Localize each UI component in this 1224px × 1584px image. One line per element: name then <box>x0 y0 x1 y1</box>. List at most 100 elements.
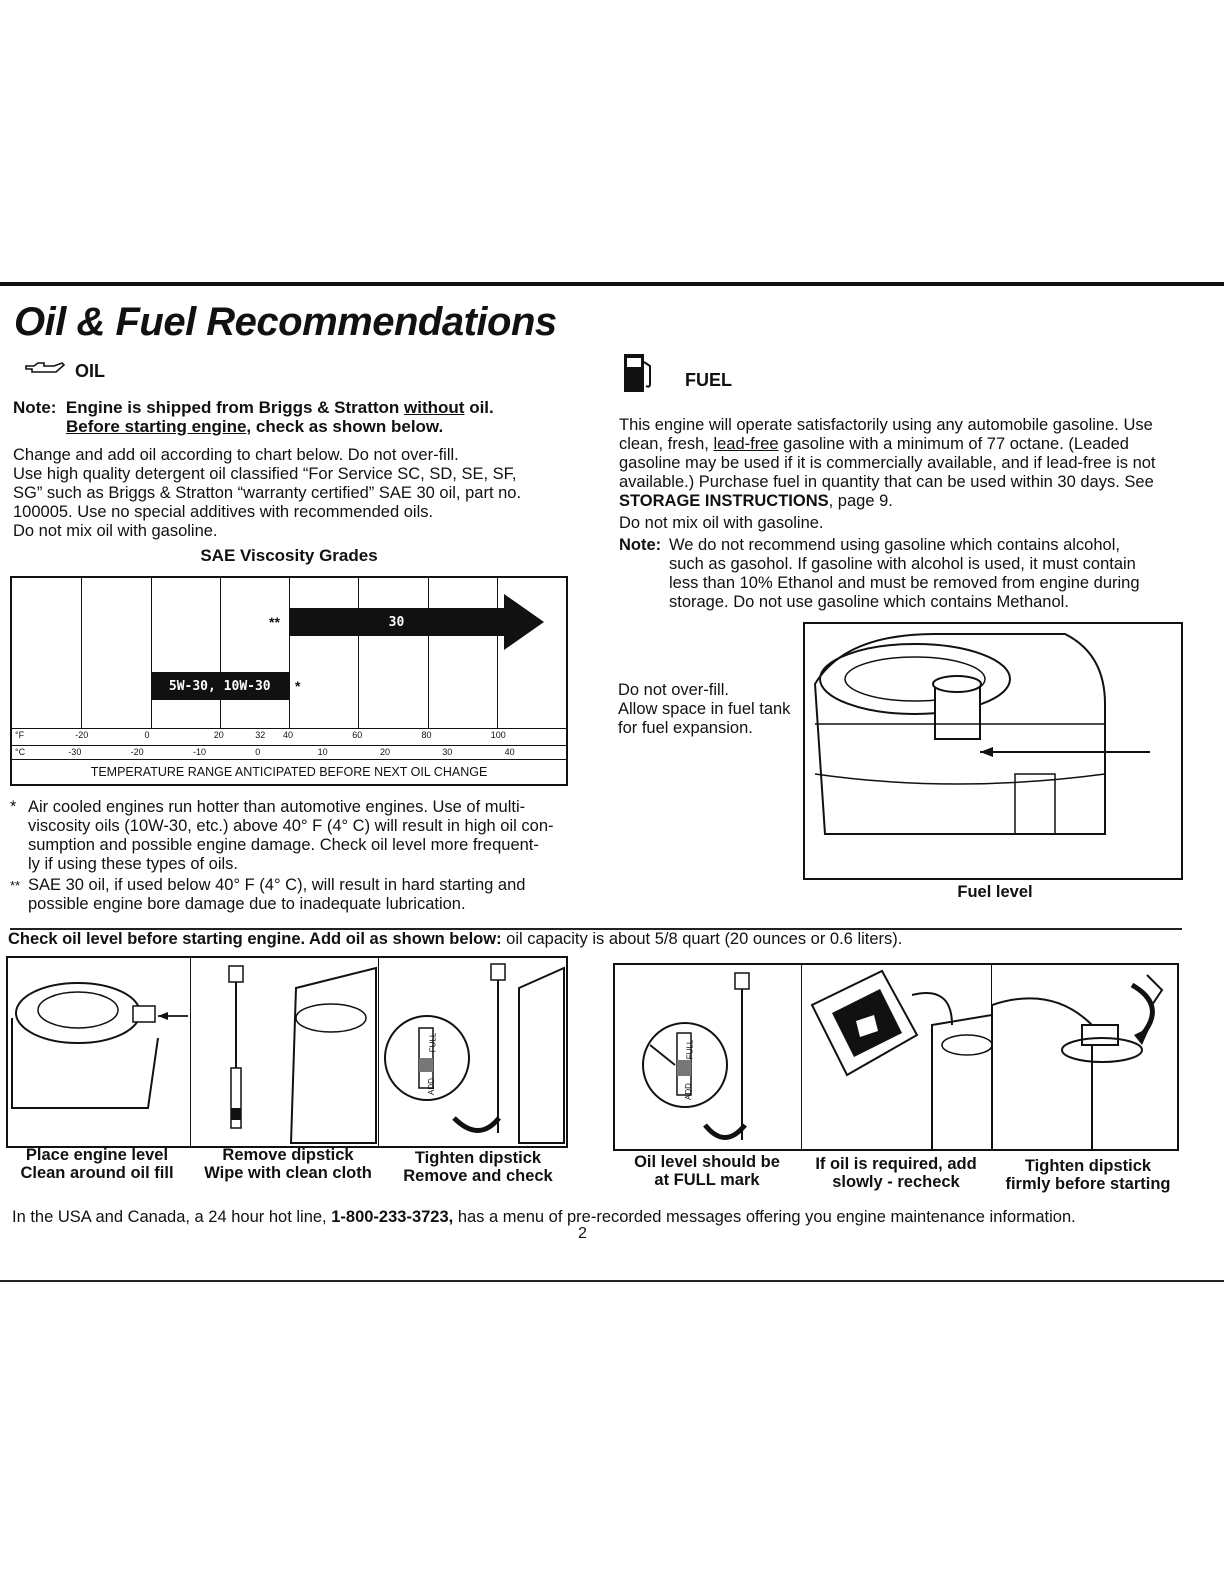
overfill-line: Do not over-fill. <box>618 681 729 699</box>
fuel-level-caption: Fuel level <box>957 883 1033 901</box>
oil-steps-left: FULL ADD <box>6 956 568 1148</box>
dipstick-add-mark-2: ADD <box>683 1083 693 1100</box>
oil-para-1: Change and add oil according to chart be… <box>13 446 459 464</box>
fahrenheit-unit: °F <box>15 730 25 740</box>
check-oil-lead: Check oil level before starting engine. … <box>8 930 903 948</box>
step-caption-line: slowly - recheck <box>832 1173 960 1191</box>
step-caption-line: Oil level should be <box>634 1153 780 1171</box>
step-panel-full-mark: FULL ADD <box>615 965 802 1149</box>
chart-xlabel: TEMPERATURE RANGE ANTICIPATED BEFORE NEX… <box>12 759 566 784</box>
chart-marker-single: * <box>295 678 301 694</box>
footnote-2-line: possible engine bore damage due to inade… <box>28 895 466 913</box>
celsius-tick-label: 0 <box>255 747 261 757</box>
step-panel-tighten-check: FULL ADD <box>379 958 566 1146</box>
step-caption-line: at FULL mark <box>654 1171 760 1189</box>
step-caption-line: Clean around oil fill <box>20 1164 174 1182</box>
step-panel-add-oil <box>802 965 992 1149</box>
fuel-note-line: such as gasohol. If gasoline with alcoho… <box>669 555 1136 573</box>
fuel-pump-icon <box>622 352 656 399</box>
chart-grid-line <box>81 578 83 728</box>
celsius-tick-label: 30 <box>442 747 453 757</box>
bar-30-label: 30 <box>388 614 405 630</box>
hotline-text: In the USA and Canada, a 24 hour hot lin… <box>12 1208 1076 1226</box>
step-panel-place-level <box>8 958 191 1146</box>
celsius-tick-label: 20 <box>379 747 390 757</box>
fuel-tank-illustration <box>803 622 1183 880</box>
chart-arrowhead <box>504 594 544 650</box>
oil-note-label: Note: <box>13 398 57 417</box>
celsius-tick-label: -10 <box>192 747 206 757</box>
hotline-number: 1-800-233-3723, <box>331 1208 454 1226</box>
overfill-line: Allow space in fuel tank <box>618 700 791 718</box>
fuel-line: gasoline may be used if it is commercial… <box>619 454 1156 472</box>
chart-marker-double: ** <box>269 614 280 630</box>
fuel-note-line: less than 10% Ethanol and must be remove… <box>669 574 1140 592</box>
oil-heading: OIL <box>75 361 105 381</box>
fahrenheit-tick-label: 40 <box>283 730 294 740</box>
step-caption-line: Place engine level <box>25 1146 169 1164</box>
dipstick-full-mark-2: FULL <box>685 1039 695 1060</box>
step-caption-line: Remove and check <box>403 1167 553 1185</box>
step-caption-line: If oil is required, add <box>815 1155 977 1173</box>
step-caption-line: Wipe with clean cloth <box>204 1164 372 1182</box>
fuel-line: available.) Purchase fuel in quantity th… <box>619 473 1154 491</box>
page-title: Oil & Fuel Recommendations <box>14 300 557 344</box>
celsius-unit: °C <box>15 747 26 757</box>
fahrenheit-tick-label: 60 <box>352 730 363 740</box>
overfill-line: for fuel expansion. <box>618 719 753 737</box>
footnote-2-line: SAE 30 oil, if used below 40° F (4° C), … <box>28 876 526 894</box>
lead-free-text: lead-free <box>713 435 779 453</box>
oil-para-2c: 100005. Use no special additives with re… <box>13 503 434 521</box>
bar-multigrade-label: 5W-30, 10W-30 <box>168 678 271 694</box>
celsius-tick-label: 40 <box>504 747 515 757</box>
chart-grid-line <box>289 578 290 728</box>
fahrenheit-tick-label: 20 <box>213 730 224 740</box>
step-panel-tighten-final <box>992 965 1177 1149</box>
footnote-1-line: Air cooled engines run hotter than autom… <box>28 798 526 816</box>
chart-grid-line <box>427 578 429 728</box>
footnote-1-line: sumption and possible engine damage. Che… <box>28 836 539 854</box>
oil-para-2a: Use high quality detergent oil classifie… <box>13 465 517 483</box>
step-caption-line: Tighten dipstick <box>1024 1157 1152 1175</box>
step-caption-line: Tighten dipstick <box>414 1149 542 1167</box>
footnote-1-line: viscosity oils (10W-30, etc.) above 40° … <box>28 817 554 835</box>
dipstick-full-mark-1: FULL <box>428 1032 438 1053</box>
dipstick-add-mark-1: ADD <box>426 1078 436 1095</box>
fuel-line: This engine will operate satisfactorily … <box>619 416 1153 434</box>
fahrenheit-tick-label: 80 <box>421 730 432 740</box>
fahrenheit-tick-label: -20 <box>75 730 89 740</box>
overfill-warning: Do not over-fill. Allow space in fuel ta… <box>618 681 790 738</box>
oil-para-2b: SG” such as Briggs & Stratton “warranty … <box>13 484 522 502</box>
storage-instructions-ref: STORAGE INSTRUCTIONS <box>619 492 829 510</box>
oil-instructions: Change and add oil according to chart be… <box>13 446 573 541</box>
bottom-rule <box>0 1280 1224 1282</box>
footnote-1-line: ly if using these types of oils. <box>28 855 239 873</box>
fahrenheit-tick-label: 0 <box>144 730 150 740</box>
fuel-note-line: We do not recommend using gasoline which… <box>669 536 1120 554</box>
footnote-1-mark: * <box>10 798 17 816</box>
step-panel-remove-dipstick <box>191 958 379 1146</box>
chart-grid-line <box>496 578 498 728</box>
fahrenheit-tick-label: 100 <box>490 730 506 740</box>
chart-grid-line <box>150 578 152 728</box>
fuel-heading: FUEL <box>685 370 732 390</box>
fuel-note-label: Note: <box>619 536 662 554</box>
oil-note: Note: Engine is shipped from Briggs & St… <box>13 398 494 436</box>
chart-bar-30: 30 <box>289 608 504 636</box>
fuel-note-line: storage. Do not use gasoline which conta… <box>669 593 1069 611</box>
top-rule <box>0 282 1224 286</box>
celsius-tick-label: 10 <box>317 747 328 757</box>
celsius-tick-label: -30 <box>68 747 82 757</box>
chart-grid-line <box>358 578 360 728</box>
footnote-2-mark: ** <box>10 878 21 893</box>
oil-steps-right: FULL ADD <box>613 963 1179 1151</box>
chart-grid-line <box>219 578 221 728</box>
